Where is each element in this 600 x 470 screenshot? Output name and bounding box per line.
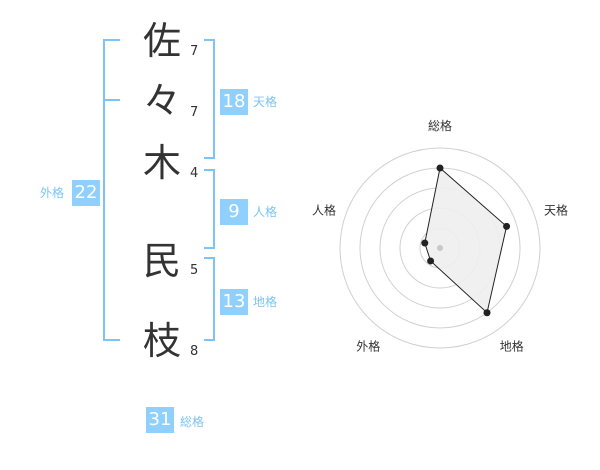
name-char-3: 木 — [142, 141, 181, 185]
chikaku-bracket — [204, 257, 215, 341]
name-char-2: 々 — [142, 79, 181, 123]
radar-axis-label-2: 地格 — [500, 339, 524, 354]
gaikaku-bracket — [103, 39, 120, 341]
name-char-5: 枝 — [142, 319, 181, 363]
stroke-count-2: 7 — [190, 105, 199, 120]
radar-axis-label-1: 天格 — [544, 202, 568, 217]
chikaku-badge: 13 — [220, 289, 248, 315]
radar-area — [424, 167, 508, 314]
stroke-count-3: 4 — [190, 166, 199, 181]
soukaku-badge: 31 — [146, 407, 174, 433]
radar-ring — [339, 147, 541, 349]
stroke-count-5: 8 — [190, 344, 199, 359]
soukaku-label: 総格 — [180, 415, 205, 429]
stroke-count-4: 5 — [190, 263, 199, 278]
radar-point-1 — [503, 222, 511, 230]
stroke-count-1: 7 — [190, 44, 199, 59]
tenkaku-badge: 18 — [220, 89, 248, 115]
radar-point-4 — [421, 239, 429, 247]
radar-point-0 — [436, 164, 444, 172]
radar-axis-label-3: 外格 — [356, 339, 380, 354]
jinkaku-badge: 9 — [220, 199, 248, 225]
jinkaku-bracket — [204, 169, 215, 249]
radar-axis-label-4: 人格 — [312, 202, 336, 217]
gaikaku-badge: 22 — [72, 180, 100, 206]
gaikaku-label: 外格 — [40, 186, 65, 200]
tenkaku-label: 天格 — [253, 95, 278, 109]
jinkaku-label: 人格 — [253, 205, 278, 219]
name-char-1: 佐 — [142, 19, 181, 63]
radar-center — [437, 245, 443, 251]
radar-point-3 — [427, 257, 435, 265]
radar-point-2 — [483, 309, 491, 317]
chikaku-label: 地格 — [253, 295, 278, 309]
tenkaku-bracket — [204, 39, 215, 159]
name-char-4: 民 — [142, 239, 181, 283]
radar-axis-label-0: 総格 — [428, 118, 452, 133]
